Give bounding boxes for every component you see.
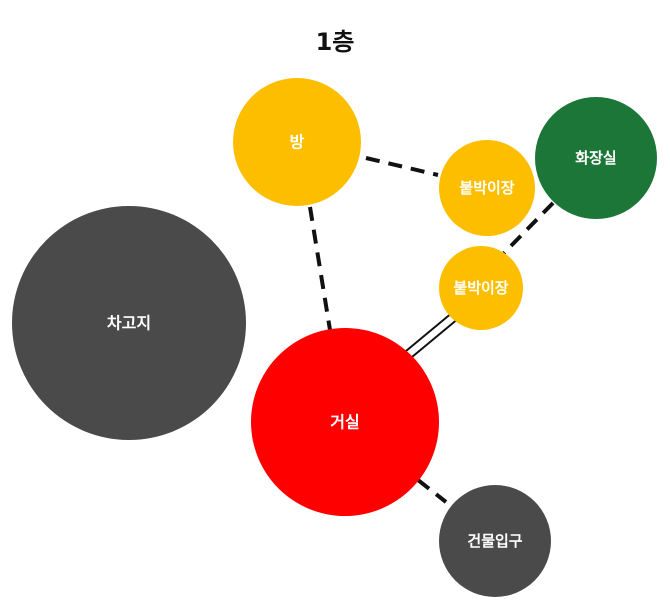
- connector-lines: [308, 156, 555, 504]
- node-entrance-label: 건물입구: [467, 532, 522, 550]
- node-room-label: 방: [290, 133, 305, 152]
- node-garage-label: 차고지: [107, 314, 151, 333]
- edge-bathroom-closet-bottom: [502, 201, 555, 255]
- node-bathroom-label: 화장실: [575, 149, 616, 167]
- edge-closet-bottom-living: [405, 311, 460, 358]
- diagram-title: 1층: [315, 28, 355, 56]
- node-living-label: 거실: [330, 413, 359, 432]
- node-closet-top-label: 붙박이장: [459, 179, 514, 197]
- edge-living-entrance: [416, 478, 448, 504]
- edge-room-living: [308, 206, 332, 331]
- edge-room-closet-top: [365, 156, 439, 177]
- node-garage: 차고지: [12, 206, 246, 440]
- node-bathroom: 화장실: [535, 97, 657, 219]
- node-room: 방: [233, 78, 361, 206]
- node-closet-bottom: 붙박이장: [439, 246, 523, 330]
- node-closet-top: 붙박이장: [439, 140, 535, 236]
- node-closet-bottom-label: 붙박이장: [453, 279, 508, 297]
- node-living: 거실: [251, 328, 439, 516]
- node-entrance: 건물입구: [439, 485, 551, 597]
